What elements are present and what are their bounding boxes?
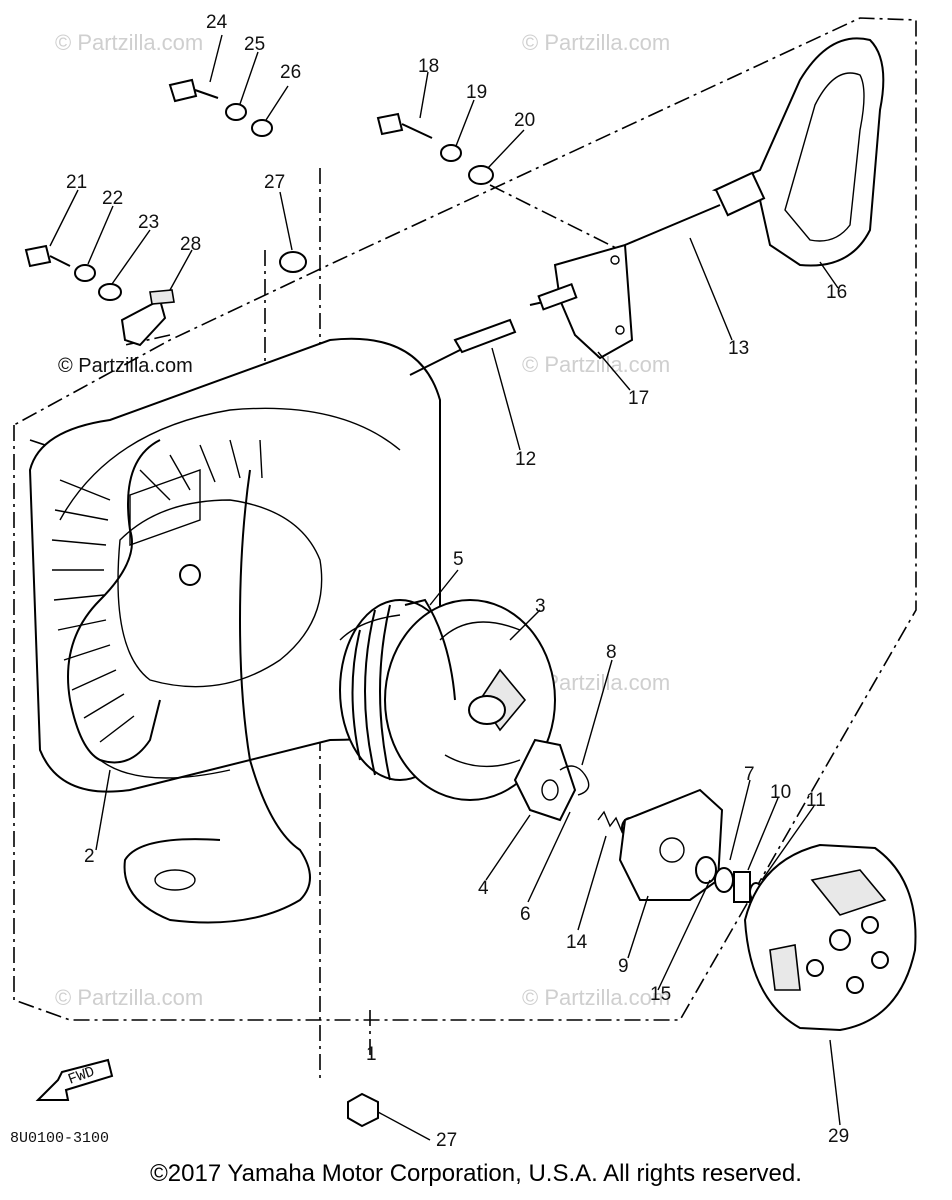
watermark-dark: © Partzilla.com	[58, 355, 193, 377]
rope-guide-bracket-17	[537, 243, 634, 360]
part-label-10: 10	[770, 782, 791, 803]
part-label-24: 24	[206, 12, 228, 33]
bolt-21-group	[24, 244, 122, 301]
part-label-17: 17	[628, 388, 649, 409]
nut-27-top	[279, 251, 307, 273]
rope-pulley-3	[339, 599, 556, 801]
plate-28	[120, 289, 175, 347]
part-label-26: 26	[280, 62, 301, 83]
part-label-20: 20	[514, 110, 535, 131]
part-label-2: 2	[84, 846, 95, 867]
seal-loop	[67, 439, 311, 924]
part-label-19: 19	[466, 82, 487, 103]
fwd-arrow: FWD	[35, 1058, 114, 1101]
fwd-label: FWD	[66, 1063, 97, 1088]
bolt-18-group	[376, 112, 494, 185]
watermark-3: © Partzilla.com	[522, 352, 670, 377]
part-label-7: 7	[744, 764, 755, 785]
watermark-6: © Partzilla.com	[55, 985, 203, 1010]
part-label-22: 22	[102, 188, 123, 209]
spring-8	[559, 765, 590, 796]
housing-fins	[51, 439, 323, 743]
part-label-5: 5	[453, 549, 464, 570]
pawl-4	[513, 738, 577, 822]
diagram-code: 8U0100-3100	[10, 1130, 109, 1147]
part-label-3: 3	[535, 596, 546, 617]
part-label-27-top: 27	[264, 172, 285, 193]
leader-lines	[49, 34, 841, 1141]
part-label-21: 21	[66, 172, 87, 193]
part-label-16: 16	[826, 282, 847, 303]
part-label-14: 14	[566, 932, 588, 953]
part-label-15: 15	[650, 984, 671, 1005]
part-label-8: 8	[606, 642, 617, 663]
bolt-24-group	[168, 78, 273, 137]
part-label-23: 23	[138, 212, 159, 233]
part-label-28: 28	[180, 234, 201, 255]
starter-cover-29	[743, 843, 917, 1032]
spiral-spring-5	[339, 598, 456, 701]
part-label-6: 6	[520, 904, 531, 925]
watermark-7: © Partzilla.com	[522, 985, 670, 1010]
part-label-12: 12	[515, 449, 536, 470]
part-label-18: 18	[418, 56, 439, 77]
part-label-9: 9	[618, 956, 629, 977]
part-label-4: 4	[478, 878, 489, 899]
part-label-13: 13	[728, 338, 749, 359]
watermark-2: © Partzilla.com	[522, 30, 670, 55]
starter-housing	[28, 337, 441, 793]
part-label-27-bottom: 27	[436, 1130, 457, 1151]
part-labels: 24 25 26 18 19 20 27 21 22 23 28 16 13 1…	[66, 12, 849, 1151]
part-label-1: 1	[366, 1044, 377, 1065]
copyright-notice: ©2017 Yamaha Motor Corporation, U.S.A. A…	[150, 1160, 802, 1187]
starter-rope	[409, 204, 721, 376]
watermark-1: © Partzilla.com	[55, 30, 203, 55]
starter-handle-16	[711, 37, 885, 267]
nut-27-bottom	[347, 1092, 379, 1128]
part-label-29: 29	[828, 1126, 849, 1147]
washers-15-7-10-11	[695, 856, 763, 903]
part-label-11: 11	[806, 790, 826, 811]
part-label-25: 25	[244, 34, 265, 55]
